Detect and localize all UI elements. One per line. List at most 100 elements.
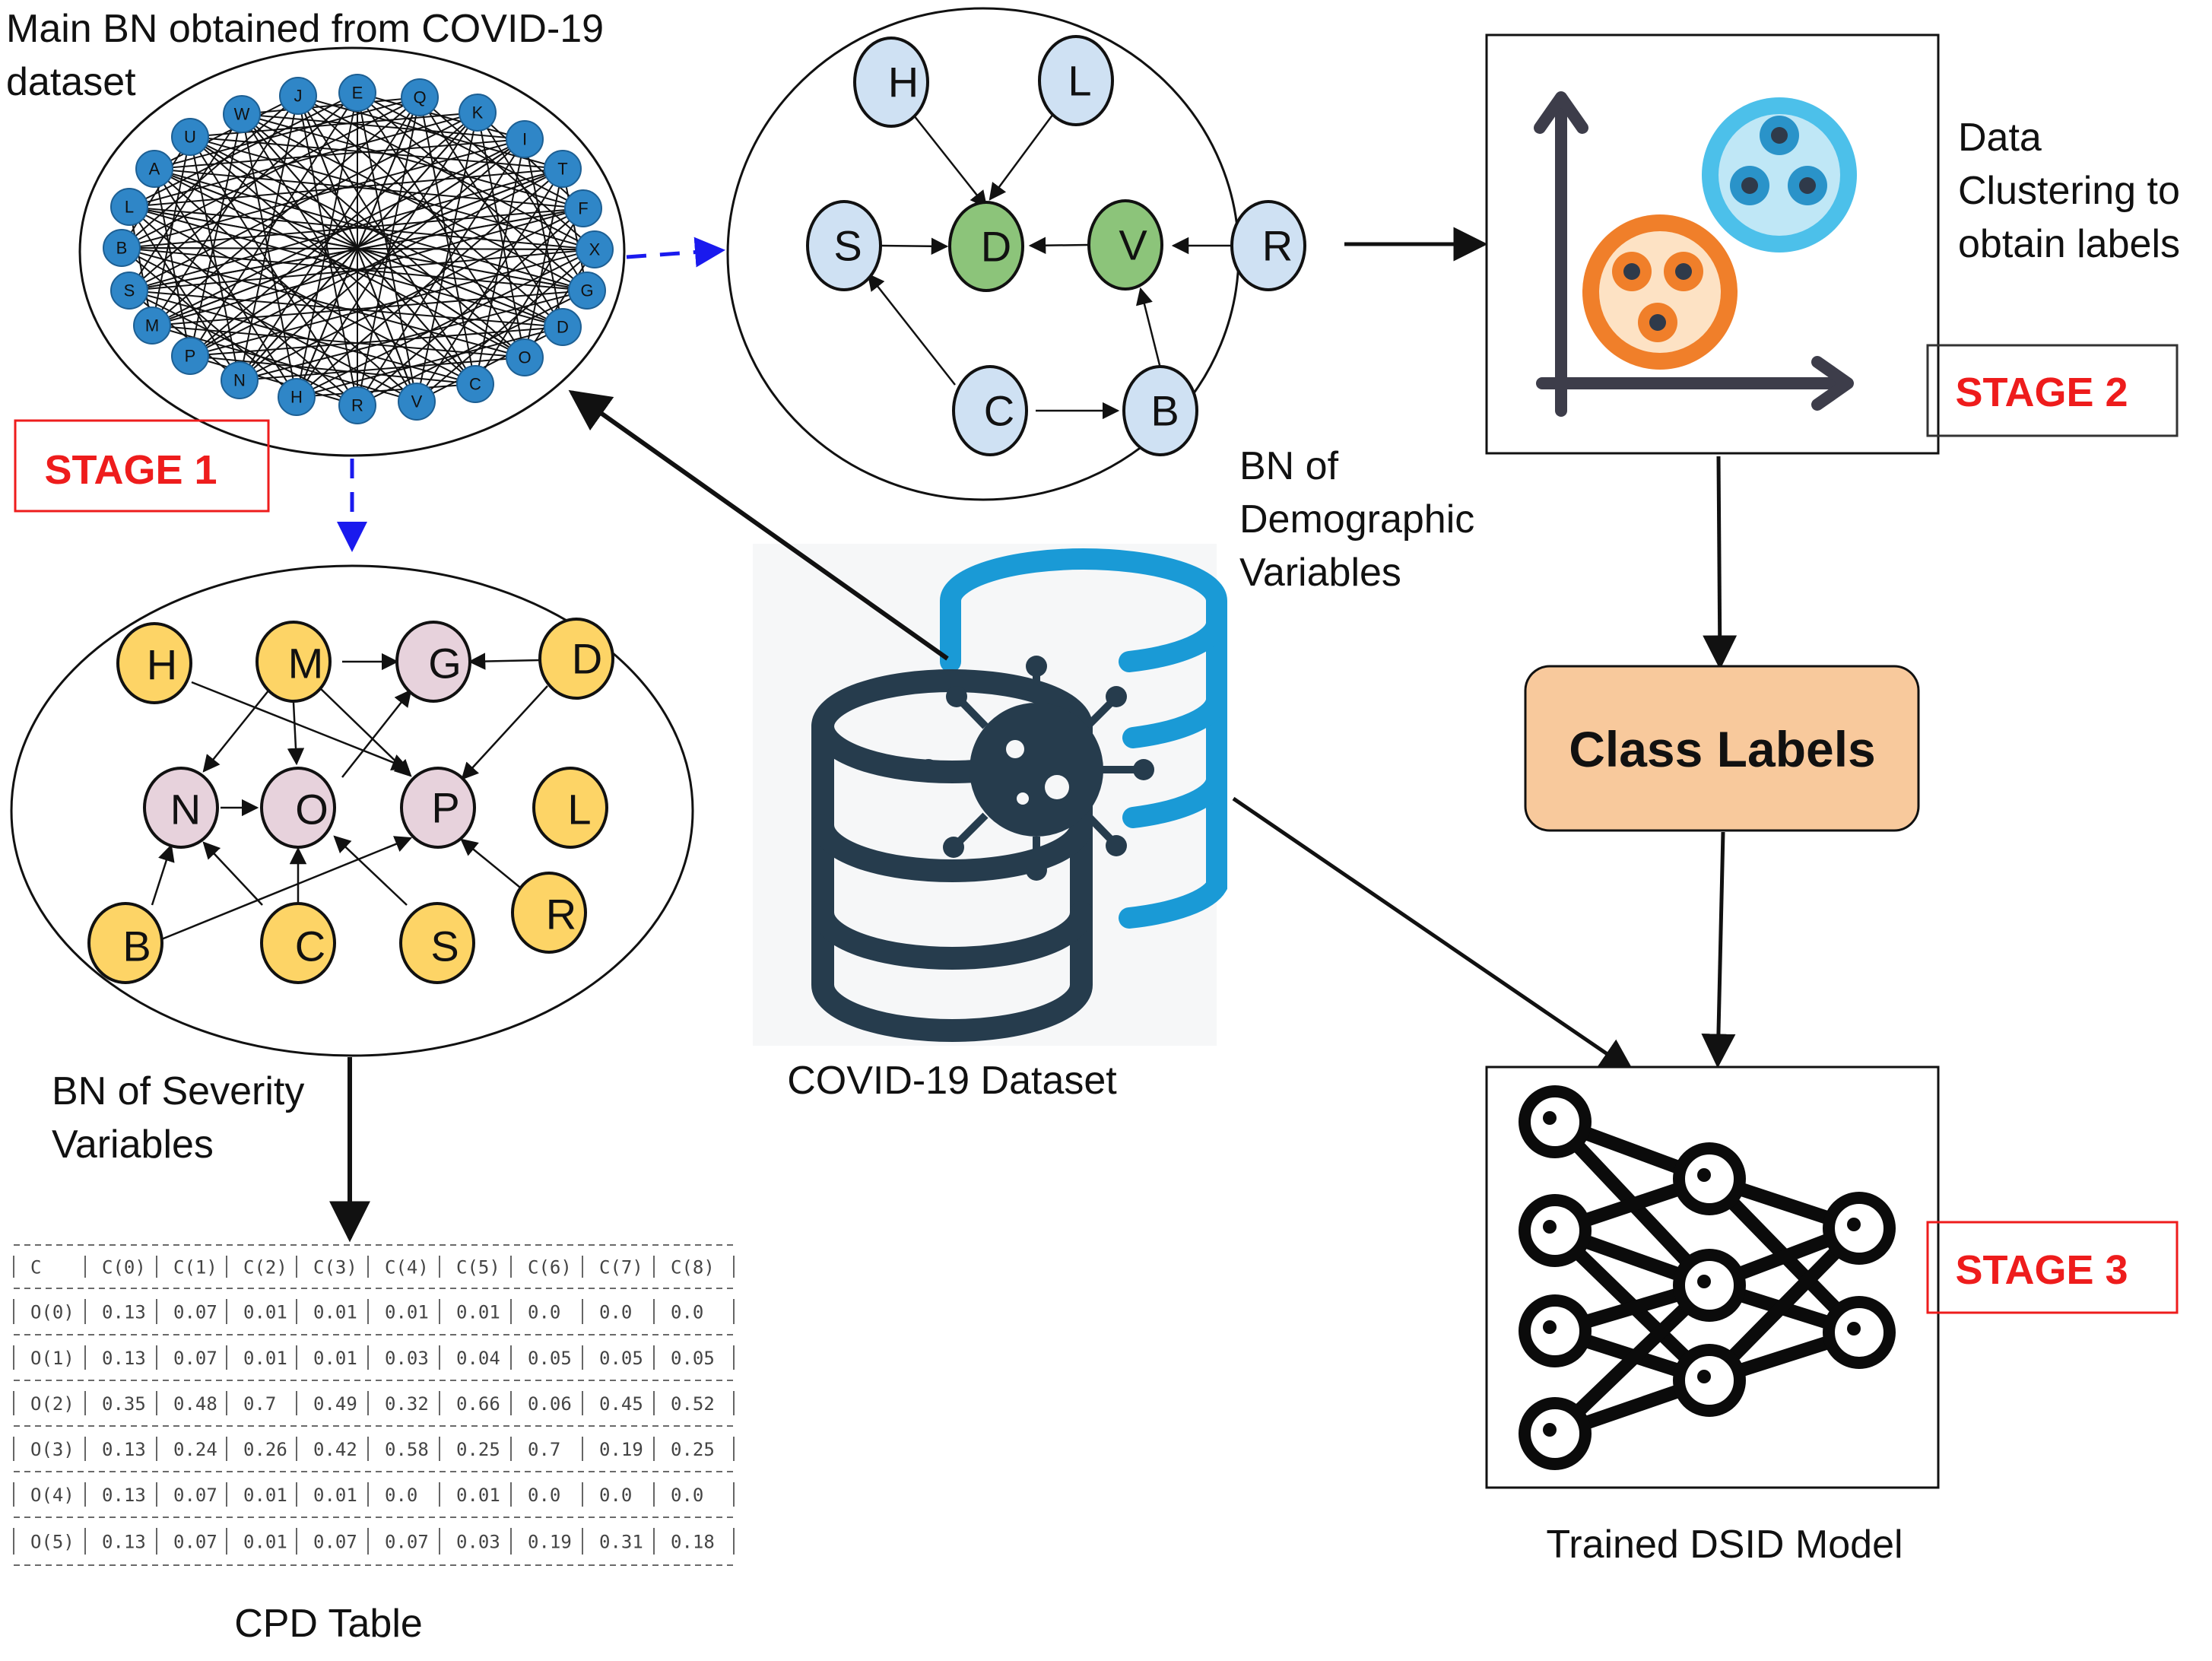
cpd-cell: 0.01	[313, 1348, 357, 1369]
cpd-cell: O(4)	[30, 1485, 75, 1506]
main-bn-edge	[154, 135, 525, 170]
cpd-cell: 0.32	[385, 1393, 429, 1415]
severity-caption-line2: Variables	[52, 1123, 214, 1167]
cpd-cell: O(5)	[30, 1532, 75, 1553]
main-bn-edge	[126, 206, 153, 326]
svg-text:D: D	[981, 223, 1011, 271]
arrow-dataset-to-model	[1232, 796, 1635, 1073]
svg-text:X: X	[589, 240, 601, 259]
main-bn-edge	[154, 168, 417, 402]
svg-text:M: M	[288, 640, 324, 688]
cpd-cell: O(0)	[30, 1302, 75, 1323]
svg-text:S: S	[430, 923, 459, 970]
svg-text:R: R	[351, 396, 363, 415]
svg-text:C: C	[984, 387, 1014, 435]
main-bn-edge	[296, 326, 563, 399]
main-bn-edge	[189, 109, 478, 138]
sev-node-o: O	[260, 767, 336, 849]
cpd-cell: 0.24	[173, 1439, 217, 1460]
demographic-caption-line3: Variables	[1239, 551, 1401, 595]
cpd-header-cell: C(4)	[385, 1257, 429, 1278]
cpd-cell: 0.0	[528, 1302, 560, 1323]
clustering-caption-line1: Data	[1958, 116, 2042, 160]
cpd-cell: 0.07	[173, 1485, 217, 1506]
main-bn-node-r: R	[338, 386, 376, 424]
cpd-cell: 0.06	[528, 1393, 572, 1415]
svg-text:S: S	[124, 281, 135, 300]
stage-1-label: STAGE 1	[44, 447, 217, 493]
svg-text:L: L	[567, 786, 591, 834]
main-bn-edge	[357, 208, 584, 406]
cpd-cell: 0.42	[313, 1439, 357, 1460]
dashed-arrow-to-demographic	[626, 237, 725, 268]
cpd-cell: 0.49	[313, 1393, 357, 1415]
svg-text:O: O	[295, 786, 328, 834]
main-bn-node-f: F	[564, 189, 602, 227]
sev-node-m: M	[255, 621, 332, 703]
cpd-cell: 0.58	[385, 1439, 429, 1460]
main-bn-edge	[189, 136, 525, 358]
svg-text:B: B	[1150, 387, 1179, 435]
main-bn-edge	[129, 290, 358, 406]
cpd-cell: 0.13	[102, 1439, 146, 1460]
main-bn-edge	[296, 92, 360, 398]
main-bn-node-d: D	[544, 308, 582, 346]
cpd-header-cell: C(2)	[243, 1257, 287, 1278]
clustering-caption-line3: obtain labels	[1958, 222, 2180, 266]
svg-text:D: D	[572, 635, 602, 683]
main-bn-edge	[239, 97, 421, 381]
main-bn-edge	[296, 383, 476, 401]
main-bn-edge	[419, 97, 478, 385]
main-bn-edge	[189, 136, 595, 252]
main-bn-node-e: E	[338, 74, 376, 112]
arrow-class-labels-to-model	[1701, 831, 1736, 1069]
main-bn-edge	[121, 205, 584, 249]
svg-text:B: B	[122, 923, 151, 970]
cpd-cell: 0.01	[243, 1485, 287, 1506]
main-bn-edge	[121, 136, 191, 249]
class-labels-text: Class Labels	[1569, 721, 1876, 777]
main-bn-edge	[121, 97, 421, 249]
cpd-cell: 0.0	[671, 1485, 703, 1506]
demo-node-v: V	[1087, 199, 1163, 291]
cluster-blue-icon	[1702, 97, 1857, 252]
cpd-cell: 0.01	[243, 1532, 287, 1553]
demographic-caption-line1: BN of	[1239, 444, 1339, 488]
cpd-cell: 0.7	[243, 1393, 276, 1415]
svg-text:V: V	[1119, 221, 1147, 269]
main-bn-edge	[357, 92, 584, 209]
cpd-cell: 0.05	[599, 1348, 643, 1369]
demo-node-d: D	[948, 201, 1024, 292]
main-bn-edge	[151, 97, 421, 326]
cpd-cell: 0.04	[456, 1348, 500, 1369]
cpd-cell: 0.03	[385, 1348, 429, 1369]
main-bn-node-l: L	[110, 188, 148, 226]
cpd-cell: 0.19	[528, 1532, 572, 1553]
main-bn-node-s: S	[110, 272, 148, 310]
cluster-orange-icon	[1582, 214, 1738, 370]
main-bn-edge	[129, 206, 476, 385]
main-bn-node-t: T	[544, 150, 582, 188]
cpd-cell: O(2)	[30, 1393, 75, 1415]
trained-model-panel	[1485, 1066, 1940, 1489]
stage-3-label: STAGE 3	[1955, 1247, 2128, 1293]
demo-node-c: C	[952, 365, 1028, 456]
stage-2-label: STAGE 2	[1955, 370, 2128, 415]
svg-text:F: F	[578, 199, 588, 218]
main-bn-edge	[129, 110, 478, 208]
main-bn-edge	[241, 113, 525, 143]
svg-text:H: H	[290, 388, 303, 407]
class-labels-box: Class Labels	[1524, 665, 1920, 832]
main-bn-edge	[524, 138, 566, 328]
cpd-cell: 0.07	[173, 1532, 217, 1553]
svg-text:C: C	[469, 375, 481, 394]
main-bn-node-n: N	[221, 361, 259, 399]
svg-text:N: N	[233, 371, 246, 390]
main-bn-title-line1: Main BN obtained from COVID-19	[6, 7, 604, 51]
main-bn-edge	[297, 95, 563, 328]
main-bn-node-g: G	[568, 272, 606, 310]
main-bn-node-a: A	[135, 150, 173, 188]
cpd-cell: 0.18	[671, 1532, 715, 1553]
